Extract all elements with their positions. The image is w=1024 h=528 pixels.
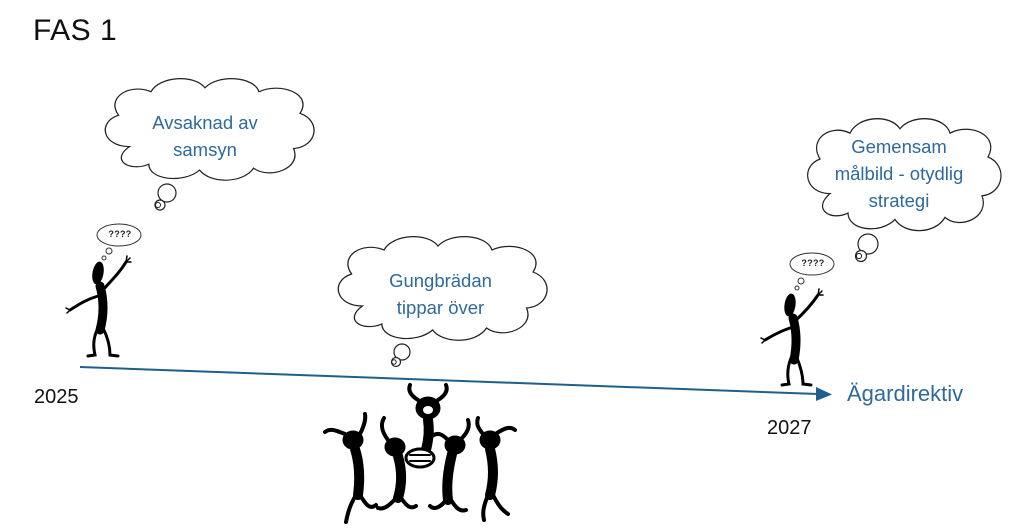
- thought-bubble-right: [789, 252, 835, 291]
- cloud-right-tail: [854, 233, 879, 263]
- cloud-right-text: Gemensam målbild - otydlig strategi: [802, 124, 996, 222]
- end-year-label: 2027: [767, 417, 812, 439]
- cloud-left-line-1: Avsaknad av: [152, 112, 258, 133]
- end-label-agardirektiv: Ägardirektiv: [847, 381, 964, 406]
- cloud-middle-text: Gungbrädan tippar över: [343, 250, 538, 338]
- cloud-right-line-3: strategi: [868, 189, 930, 211]
- thought-bubble-right-text: ????: [801, 258, 825, 268]
- cloud-middle-line-1: Gungbrädan: [389, 270, 492, 291]
- figure-right-person: [760, 288, 824, 387]
- figure-group-celebrating: [323, 383, 517, 524]
- cloud-middle-line-2: tippar över: [396, 297, 485, 318]
- cloud-right-line-2: målbild - otydlig: [834, 162, 964, 184]
- timeline-arrow: [79, 366, 832, 401]
- cloud-right-line-1: Gemensam: [851, 135, 947, 157]
- cloud-middle-tail: [390, 343, 411, 368]
- cloud-left-tail: [154, 183, 177, 211]
- start-year-label: 2025: [34, 386, 79, 408]
- thought-bubble-left: [96, 223, 142, 261]
- page-title: FAS 1: [33, 14, 118, 47]
- cloud-left-text: Avsaknad av samsyn: [110, 92, 300, 180]
- figure-left-person: [65, 255, 132, 358]
- cloud-left-line-2: samsyn: [173, 139, 237, 160]
- thought-bubble-left-text: ????: [108, 229, 132, 239]
